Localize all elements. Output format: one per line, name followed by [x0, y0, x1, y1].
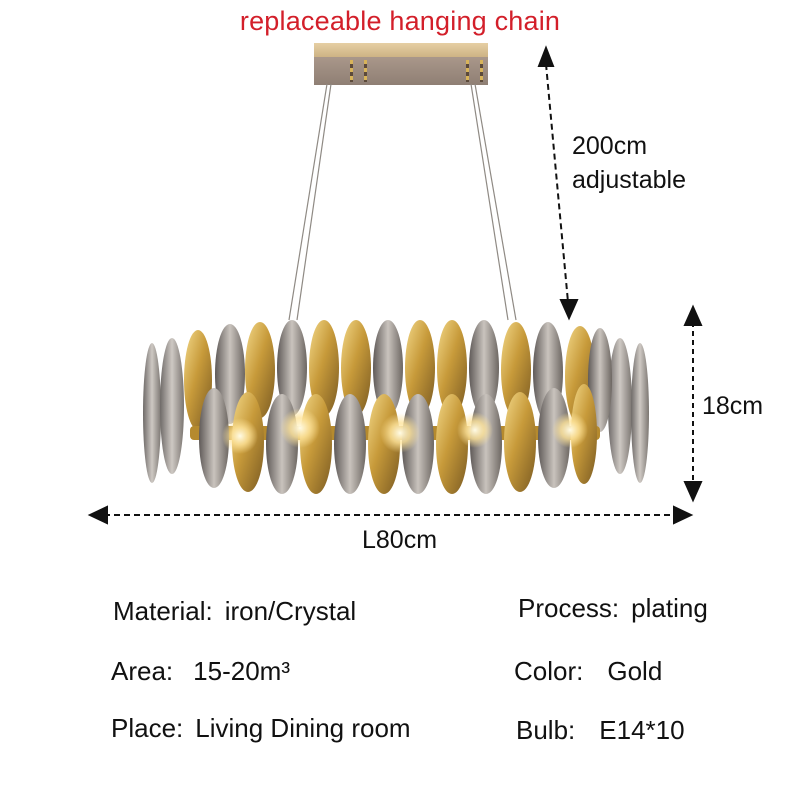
spec-value: plating [631, 593, 708, 623]
spec-label: Process: [518, 593, 620, 623]
canopy-screw [466, 60, 469, 82]
hanging-length-label: 200cm adjustable [572, 129, 686, 197]
hanging-length-note: adjustable [572, 166, 686, 194]
hanging-length-arrow [537, 45, 579, 321]
spec-value: Gold [607, 656, 663, 686]
arrow-left-icon [87, 505, 108, 525]
spec-color: Color: Gold [514, 656, 662, 687]
length-label: L80cm [362, 526, 438, 554]
height-label: 18cm [702, 392, 764, 420]
spec-label: Color: [514, 656, 584, 686]
arrow-up-icon [683, 304, 703, 326]
arrow-right-icon [673, 505, 694, 525]
arrow-down-icon [559, 299, 579, 321]
spec-value: 15-20m³ [193, 656, 290, 686]
spec-material: Material: iron/Crystal [113, 596, 356, 627]
length-arrow [87, 505, 694, 525]
canopy-front [314, 57, 488, 85]
height-arrow [683, 304, 703, 503]
spec-area: Area: 15-20m³ [111, 656, 290, 687]
chandelier-image [143, 320, 649, 494]
spec-process: Process: plating [518, 593, 708, 624]
spec-bulb: Bulb: E14*10 [516, 715, 685, 746]
canopy-top [314, 43, 488, 57]
bulb-glow [222, 408, 588, 454]
spec-label: Area: [111, 656, 174, 686]
spec-label: Material: [113, 596, 213, 626]
ceiling-canopy [314, 43, 488, 85]
canopy-screw [350, 60, 353, 82]
spec-value: Living Dining room [195, 713, 411, 743]
arrow-down-icon [683, 481, 703, 503]
canopy-screw [480, 60, 483, 82]
canopy-screw [364, 60, 367, 82]
spec-value: iron/Crystal [224, 596, 357, 626]
hanging-chain-title: replaceable hanging chain [239, 6, 561, 36]
spec-label: Place: [111, 713, 184, 743]
arrow-up-icon [537, 45, 555, 67]
spec-value: E14*10 [599, 715, 685, 745]
spec-place: Place: Living Dining room [111, 713, 411, 744]
spec-label: Bulb: [516, 715, 576, 745]
hanging-length-value: 200cm [572, 132, 648, 160]
hanging-wires [288, 83, 517, 321]
